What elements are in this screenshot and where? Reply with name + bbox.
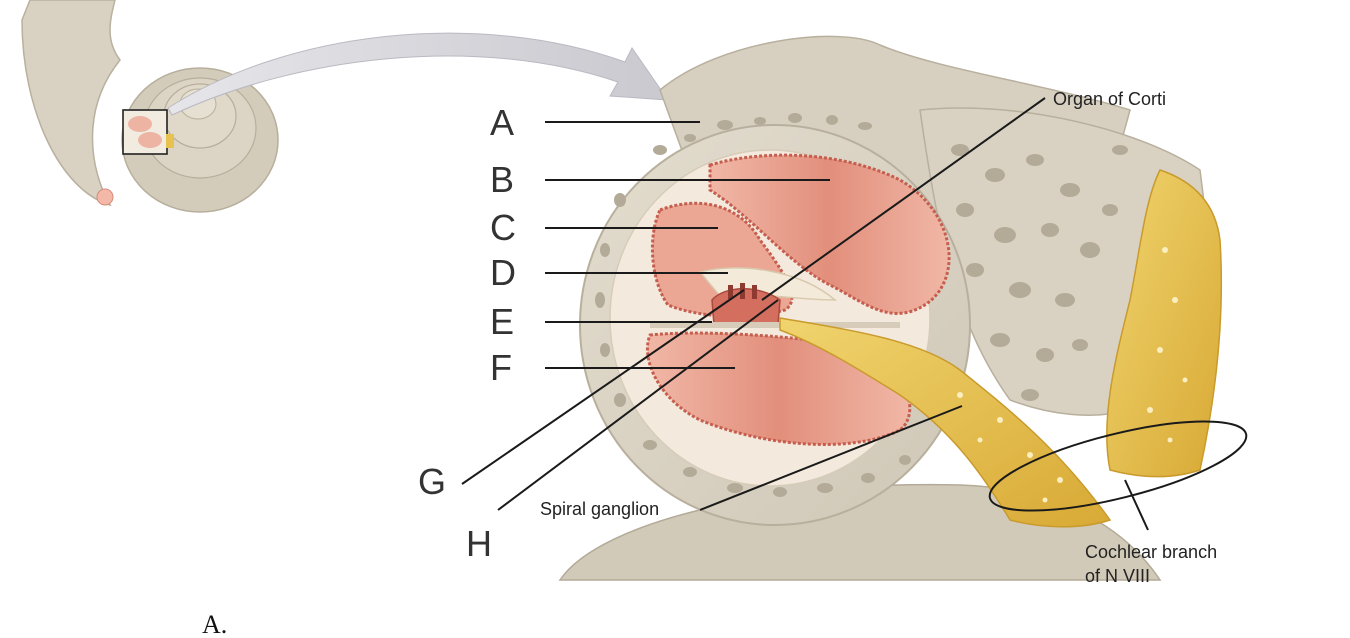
nerve-cell-dots: [957, 247, 1188, 503]
cochlear-nerve-bundle: [1106, 169, 1223, 478]
cochlear-nerve-bracket: [988, 420, 1248, 512]
label-f: F: [490, 347, 512, 388]
spiral-ganglion-label: Spiral ganglion: [540, 499, 659, 519]
inset-section-box: [122, 109, 174, 155]
spiral-ganglion-leader: [699, 405, 963, 511]
label-b: B: [490, 159, 514, 200]
cochlear-branch-label-line1: Cochlear branch: [1085, 542, 1217, 562]
figure-caption: A.: [202, 610, 227, 638]
label-d: D: [490, 252, 516, 293]
cochlear-branch-leader: [1124, 479, 1149, 531]
label-a: A: [490, 102, 514, 143]
label-e: E: [490, 301, 514, 342]
spiral-ganglion-nerve: [779, 317, 1112, 528]
bone-cavities: [595, 113, 1128, 497]
inset-cochlea: [21, 0, 279, 213]
organ-of-corti-leader: [761, 97, 1046, 301]
cochlea-cross-section: [558, 35, 1223, 581]
label-h: H: [466, 523, 492, 564]
label-c: C: [490, 207, 516, 248]
label-leader-lines: [461, 121, 830, 511]
label-g: G: [418, 461, 446, 502]
cochlear-branch-label-line2: of N VIII: [1085, 566, 1150, 586]
organ-of-corti-label: Organ of Corti: [1053, 89, 1166, 109]
